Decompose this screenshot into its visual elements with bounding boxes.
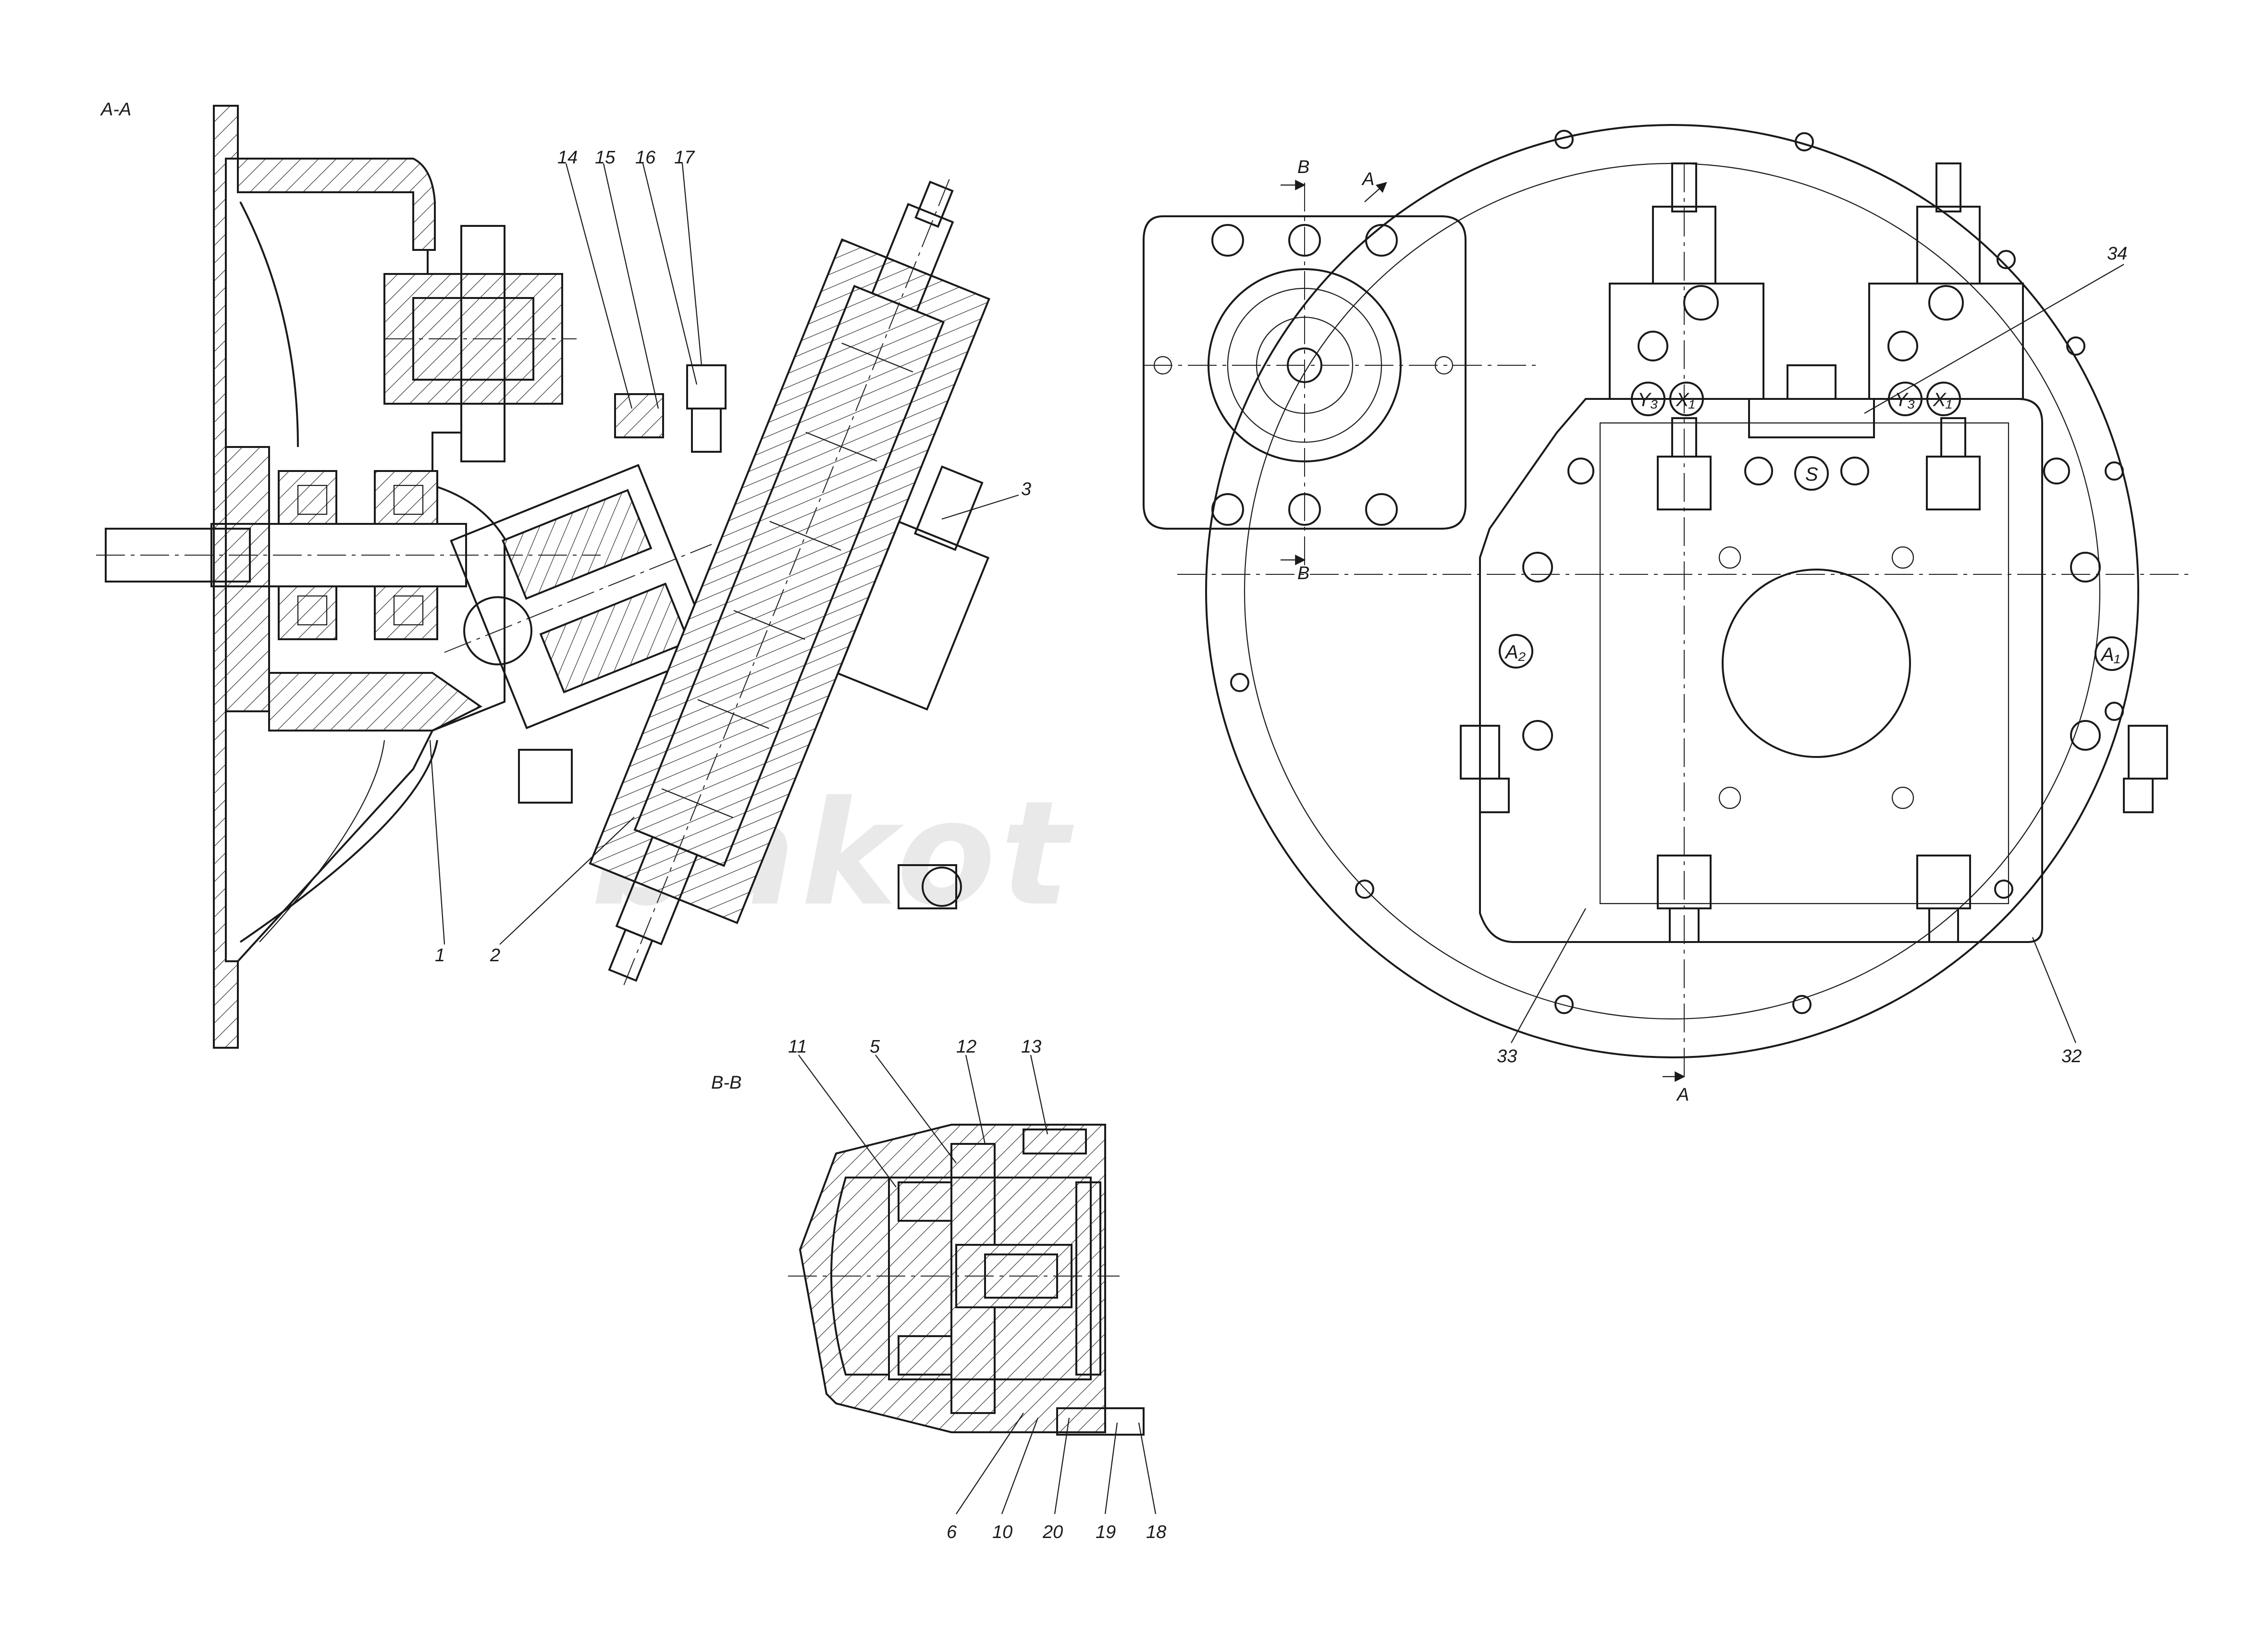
- part-number-6: 6: [947, 1522, 957, 1542]
- part-number-33: 33: [1497, 1046, 1517, 1067]
- part-number-20: 20: [1042, 1522, 1063, 1542]
- bb-nose-cavity: [830, 1177, 890, 1376]
- gear-pump-bolts: [1153, 224, 1454, 526]
- pump-body-outline: [1479, 398, 2043, 943]
- bb-bearing-bottom: [898, 1335, 952, 1376]
- bb-screw-13: [1023, 1129, 1087, 1154]
- bb-bearing-top: [898, 1181, 952, 1222]
- cut-marker-b-bottom: B: [1297, 563, 1309, 583]
- cylinder-block: [444, 464, 715, 730]
- control-valve-left: [1609, 162, 1764, 510]
- port-x1-left: X₁: [1676, 389, 1695, 410]
- pump-central-port: [1722, 569, 1911, 758]
- section-aa-view: A-A: [96, 99, 1031, 1049]
- rib-lower: [239, 740, 438, 943]
- center-s-valve: [1744, 364, 1875, 485]
- port-y3-right: Y₃: [1895, 389, 1915, 410]
- cut-marker-b-top: B: [1297, 157, 1309, 177]
- part-number-18: 18: [1146, 1522, 1166, 1542]
- leaders-bb: [798, 1054, 1157, 1514]
- port-y3-left: Y₃: [1638, 389, 1658, 410]
- port-s: S: [1805, 464, 1818, 485]
- housing-inner-wall: [225, 446, 270, 712]
- cut-marker-a-top: A: [1361, 169, 1374, 189]
- front-side-fittings: [1460, 725, 2168, 943]
- part-number-12: 12: [956, 1037, 976, 1057]
- cut-plane-markers: [1281, 180, 1686, 1082]
- part-number-3: 3: [1021, 479, 1031, 499]
- housing-top-wall: [237, 158, 436, 251]
- part-number-34: 34: [2107, 244, 2127, 264]
- leaders-front: [1511, 264, 2124, 1043]
- cut-marker-a-bottom: A: [1676, 1085, 1689, 1105]
- part-number-1: 1: [435, 945, 445, 966]
- side-fitting: [518, 749, 962, 909]
- bb-housing: [799, 1124, 1106, 1433]
- part-number-32: 32: [2061, 1046, 2082, 1067]
- pump-body-bolts: [1522, 458, 2101, 809]
- port-a2: A₂: [1504, 642, 1526, 663]
- section-bb-label: B-B: [711, 1073, 741, 1093]
- part-number-14: 14: [557, 148, 578, 168]
- rib-upper: [239, 201, 299, 447]
- flange-outer-circle: [1205, 124, 2139, 1058]
- port-label-circles: [1499, 382, 2129, 671]
- leaders-aa: [429, 163, 1019, 945]
- part-number-19: 19: [1096, 1522, 1116, 1542]
- pump-body-inner: [1599, 422, 2009, 905]
- gear-set: [383, 225, 577, 462]
- part-number-15: 15: [595, 148, 616, 168]
- gear-pump-housing: [1143, 215, 1467, 530]
- port-x1-right: X₁: [1933, 389, 1952, 410]
- port-a1: A₁: [2100, 644, 2120, 665]
- part-number-13: 13: [1021, 1037, 1041, 1057]
- part-number-10: 10: [992, 1522, 1012, 1542]
- housing-bottom-wall: [268, 672, 482, 732]
- bb-cover: [1075, 1181, 1101, 1376]
- front-view: Y₃ X₁ Y₃ X₁ S A₂ A₁ B B A A 34 33 32: [1143, 124, 2191, 1105]
- rib-lower-inner: [259, 740, 385, 943]
- section-aa-label: A-A: [100, 99, 131, 120]
- bb-inner-cavity: [888, 1177, 1092, 1380]
- part-number-2: 2: [490, 945, 500, 966]
- flange-bolt-holes: [1230, 130, 2124, 1014]
- part-number-16: 16: [635, 148, 656, 168]
- control-valve-assembly: [589, 179, 990, 991]
- section-bb-view: B-B 11 5 12 13 6 10 20 19 18: [711, 1037, 1166, 1542]
- part-number-5: 5: [870, 1037, 880, 1057]
- part-number-17: 17: [674, 148, 695, 168]
- tapered-roller-bearings: [278, 470, 438, 640]
- control-valve-right: [1868, 162, 2024, 510]
- bb-plug-18: [1056, 1407, 1145, 1436]
- screw-fittings: [614, 364, 727, 453]
- part-number-11: 11: [788, 1037, 807, 1057]
